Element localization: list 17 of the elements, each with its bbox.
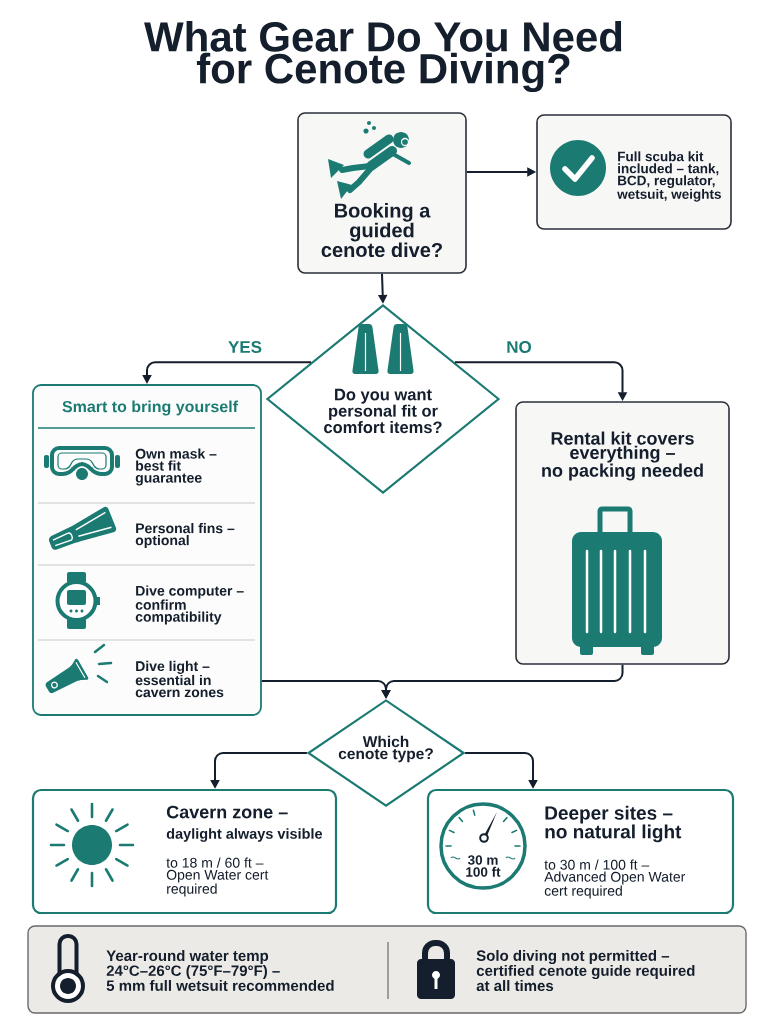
note-text: Solo diving not permitted – certified cenote guide required at all times	[476, 949, 695, 992]
card-heading: Deeper sites – no natural light	[545, 805, 682, 843]
edge-label: YES	[226, 339, 264, 355]
gauge-dial: 30 m 100 ft	[439, 802, 527, 890]
edge-label: NO	[504, 339, 534, 355]
title: What Gear Do You Need for Cenote Diving?	[144, 20, 622, 93]
panel-heading: Smart to bring yourself	[62, 400, 239, 416]
card-heading: Cavern zone –	[166, 805, 288, 819]
card-text: to 18 m / 60 ft – Open Water cert required	[166, 857, 269, 897]
card-text: to 30 m / 100 ft – Advanced Open Water cert required	[544, 859, 686, 899]
item-text: Own mask – best fit guarantee	[135, 448, 217, 486]
item-text: Dive light – essential in cavern zones	[135, 660, 224, 698]
note-text: Year-round water temp 24°C–26°C (75°F–79°F) – 5 mm full wetsuit recommended	[106, 950, 334, 991]
item-text: Dive computer – confirm compatibility	[135, 585, 244, 625]
card-subheading: daylight always visible	[166, 828, 323, 842]
question-box: Booking a guided cenote dive?	[297, 112, 467, 274]
item-text: Personal fins – optional	[135, 523, 235, 549]
